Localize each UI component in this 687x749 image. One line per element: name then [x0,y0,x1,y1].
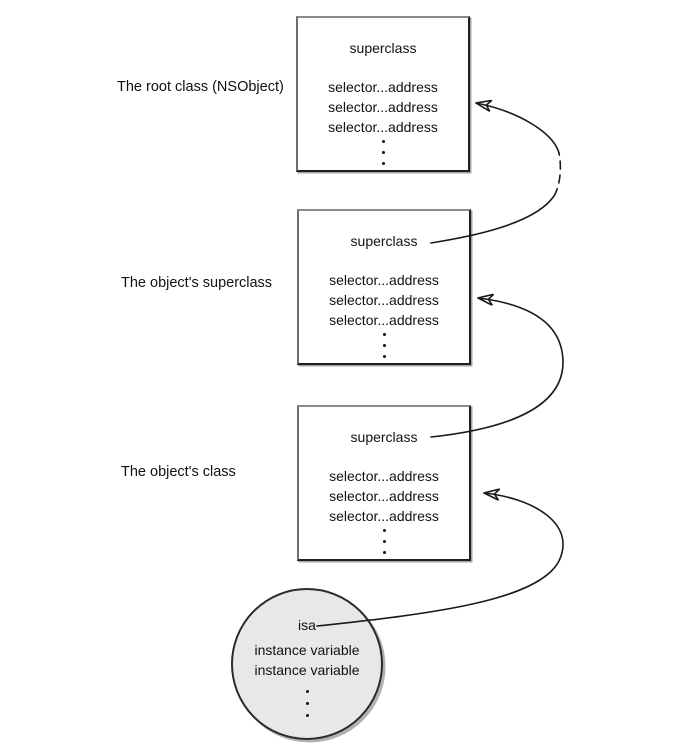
instance-variable-row: instance variable [254,662,360,678]
label-objects-class: The object's class [121,464,236,480]
class-box-class: superclass selector...address selector..… [297,405,471,561]
method-table: selector...address selector...address se… [299,466,469,526]
superclass-pointer-to-root-dashed-segment [553,152,562,197]
superclass-field: superclass [350,233,418,249]
class-box-superclass: superclass selector...address selector..… [297,209,471,365]
vertical-ellipsis [233,690,381,717]
method-row: selector...address [328,119,438,135]
superclass-field: superclass [350,429,418,445]
instance-variable-list: instance variable instance variable [233,640,381,680]
method-row: selector...address [329,468,439,484]
method-row: selector...address [328,79,438,95]
method-row: selector...address [329,488,439,504]
method-row: selector...address [329,508,439,524]
method-row: selector...address [329,312,439,328]
vertical-ellipsis [298,140,468,165]
class-box-root: superclass selector...address selector..… [296,16,470,172]
object-instance-circle: isa instance variable instance variable [231,588,383,740]
instance-variable-row: instance variable [254,642,360,658]
superclass-field: superclass [349,40,417,56]
method-row: selector...address [329,292,439,308]
method-table: selector...address selector...address se… [298,77,468,137]
label-root-class: The root class (NSObject) [117,79,284,95]
vertical-ellipsis [299,333,469,358]
method-row: selector...address [328,99,438,115]
superclass-pointer-to-root-arrow [476,103,560,154]
method-row: selector...address [329,272,439,288]
method-table: selector...address selector...address se… [299,270,469,330]
label-objects-superclass: The object's superclass [121,275,273,291]
vertical-ellipsis [299,529,469,554]
isa-field: isa [298,617,316,633]
